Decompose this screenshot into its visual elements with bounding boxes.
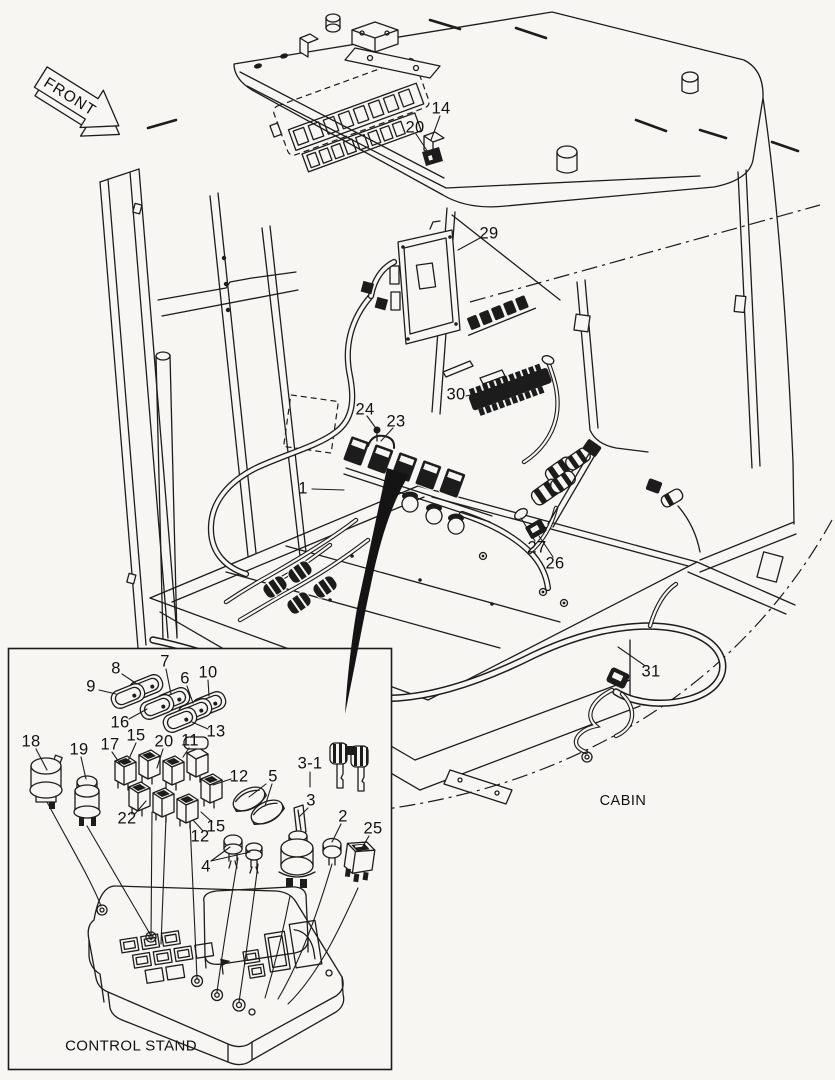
part-2-button [322, 837, 342, 866]
connectors-26-27 [514, 355, 701, 553]
roof-brackets [254, 13, 441, 79]
callout-5-control-stand: 5 [268, 767, 278, 786]
hatch-marks [146, 18, 800, 153]
part-25-rocker-switch [343, 841, 376, 883]
harness-sweep-band [345, 468, 409, 714]
callout-3-1-control-stand: 3-1 [297, 754, 323, 773]
harness-grommets [262, 560, 338, 615]
control-stand-caption: CONTROL STAND [65, 1037, 197, 1055]
front-arrow: FRONT [33, 66, 120, 137]
callout-7-control-stand: 7 [160, 652, 170, 671]
part-18-button [29, 754, 63, 809]
callout-26-cabin: 26 [545, 554, 565, 573]
callout-13-control-stand: 13 [206, 722, 226, 741]
callout-30-cabin: 30 [446, 385, 466, 404]
callout-1-cabin: 1 [298, 479, 308, 498]
callout-8-control-stand: 8 [111, 659, 121, 678]
callout-17-control-stand: 17 [100, 735, 120, 754]
callout-23-cabin: 23 [386, 412, 406, 431]
control-stand-group [29, 668, 376, 1066]
console-drop-lines [46, 801, 359, 1005]
cabin-roof [146, 11, 800, 208]
callout-2-control-stand: 2 [338, 807, 348, 826]
callout-25-control-stand: 25 [363, 819, 383, 838]
callout-14-cabin-roof: 14 [431, 99, 451, 118]
ecu-panel-29 [389, 220, 461, 345]
conduit-tube [521, 355, 560, 465]
cabin-leader-lines [311, 115, 645, 666]
roof-grille [301, 112, 422, 173]
callout-12-control-stand: 12 [229, 767, 249, 786]
part-3-1-keys [329, 742, 369, 792]
roof-mount-cylinder [556, 71, 699, 174]
callout-11-control-stand: 11 [181, 731, 199, 750]
callout-4-control-stand: 4 [201, 857, 211, 876]
callout-29-cabin: 29 [479, 224, 499, 243]
callout-15-control-stand: 15 [126, 726, 146, 745]
switch-caps [110, 674, 227, 733]
part-19-button [73, 775, 101, 826]
callout-22-control-stand: 22 [117, 809, 137, 828]
cabin-right-frame [451, 97, 821, 573]
clamp-items-14-20 [422, 131, 445, 166]
callout-12-control-stand: 12 [190, 827, 210, 846]
callout-10-control-stand: 10 [198, 663, 218, 682]
pigtail-31 [573, 667, 635, 763]
callout-31-cabin: 31 [641, 662, 661, 681]
callout-6-control-stand: 6 [180, 669, 190, 688]
clamp-23 [367, 434, 396, 449]
callout-19-control-stand: 19 [69, 740, 89, 759]
part-5-knobs [232, 786, 286, 826]
callout-16-control-stand: 16 [110, 713, 130, 732]
cabin-caption: CABIN [599, 793, 647, 809]
callout-15-control-stand: 15 [206, 817, 226, 836]
callout-24-cabin: 24 [355, 400, 375, 419]
roof-vent-panel [269, 57, 430, 156]
connector-strips-30 [442, 294, 552, 416]
callout-3-control-stand: 3 [306, 791, 316, 810]
part-4-buttons [223, 834, 263, 874]
callout-9-control-stand: 9 [86, 677, 96, 696]
callout-20-cabin-roof: 20 [405, 118, 425, 137]
callout-27-cabin: 27 [527, 538, 547, 557]
callout-18-control-stand: 18 [21, 732, 41, 751]
bolt-24 [373, 426, 381, 442]
console-cutouts-left [119, 930, 231, 984]
inset-leader-lines [35, 668, 370, 862]
callout-20-control-stand: 20 [154, 732, 174, 751]
